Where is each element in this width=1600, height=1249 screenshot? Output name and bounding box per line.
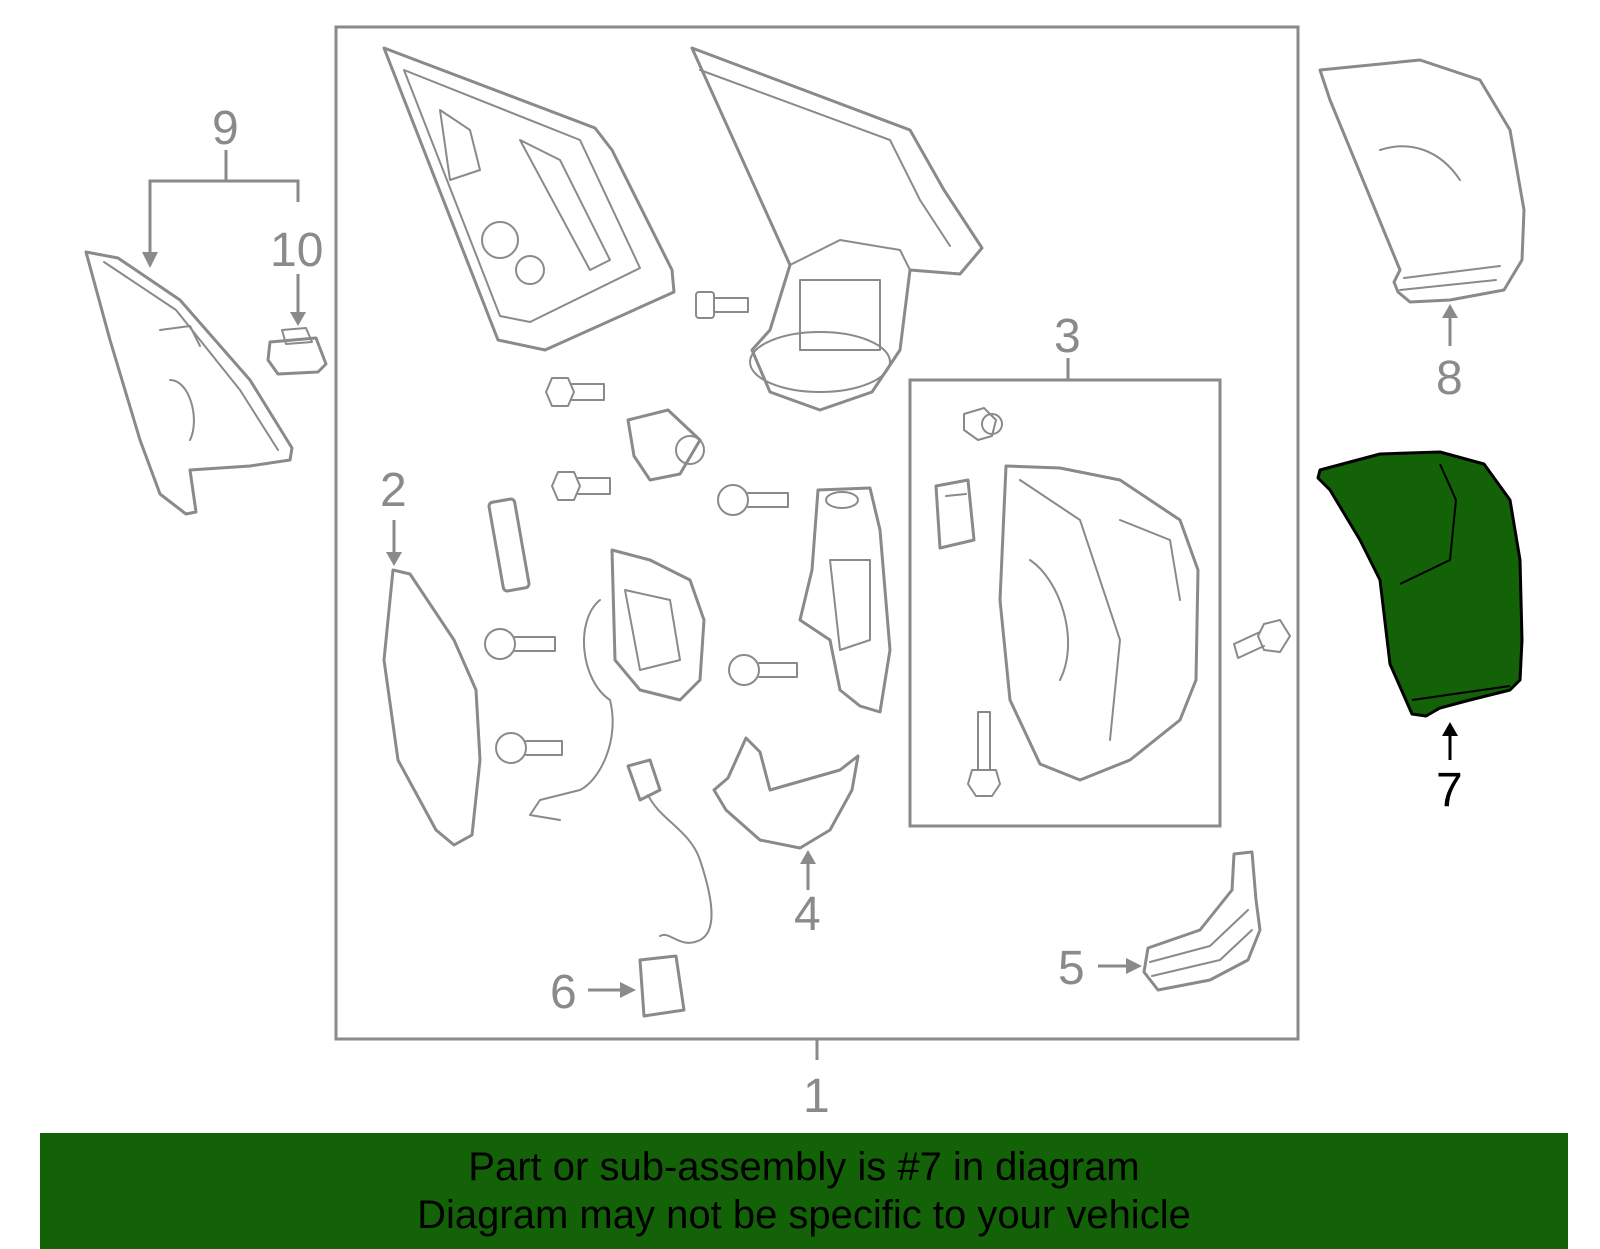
arrow-7 <box>1442 722 1458 736</box>
arrow-10 <box>290 312 306 326</box>
callout-8: 8 <box>1436 352 1463 405</box>
part-6-connector <box>626 758 713 1018</box>
info-banner: Part or sub-assembly is #7 in diagram Di… <box>40 1133 1568 1249</box>
callout-2: 2 <box>380 464 407 517</box>
part-10-clip <box>266 327 328 376</box>
small-connector <box>626 408 705 482</box>
part-5-turn-signal <box>1142 850 1262 992</box>
arrow-8 <box>1442 304 1458 318</box>
bolt-mid-left <box>484 628 556 660</box>
callout-1: 1 <box>803 1070 830 1123</box>
bolt-left-1 <box>545 377 605 407</box>
leader-9 <box>148 179 300 252</box>
callout-5: 5 <box>1058 942 1085 995</box>
part-9-cover-inner <box>84 250 294 516</box>
part-7-fill <box>1316 450 1524 718</box>
callout-4: 4 <box>794 888 821 941</box>
bolt-right <box>1233 619 1291 659</box>
callout-3: 3 <box>1054 310 1081 363</box>
bolt-left-2 <box>551 471 611 501</box>
mirror-motor <box>529 548 706 821</box>
part-7-mirror-cover <box>1316 450 1524 718</box>
part-3-screw <box>967 711 1001 797</box>
assembly-3-box <box>908 378 1222 828</box>
banner-line-2: Diagram may not be specific to your vehi… <box>417 1193 1191 1237</box>
arrow-4 <box>800 850 816 864</box>
part-8-mirror-cap <box>1318 58 1526 304</box>
bolt-low-left <box>495 732 563 764</box>
part-2-mirror-glass <box>382 568 482 847</box>
banner-line-1: Part or sub-assembly is #7 in diagram <box>468 1145 1140 1189</box>
part-3-clip <box>934 478 976 550</box>
bolt-mid-center <box>728 654 798 686</box>
arrow-6 <box>620 982 636 998</box>
part-3-fastener-top <box>963 407 1003 441</box>
mirror-base-frame <box>382 46 676 352</box>
callout-9: 9 <box>212 102 239 155</box>
mirror-housing-arm <box>690 46 984 412</box>
callout-7: 7 <box>1436 764 1463 817</box>
part-4-lower-cover <box>712 736 860 850</box>
small-pad <box>487 497 531 593</box>
arrow-5 <box>1126 958 1142 974</box>
arrow-9 <box>142 252 158 268</box>
arrow-2 <box>386 552 402 566</box>
bolt-center <box>717 484 789 516</box>
bolt-top-center <box>695 291 749 319</box>
part-3-housing <box>998 464 1200 782</box>
callout-10: 10 <box>270 224 323 277</box>
callout-6: 6 <box>550 966 577 1019</box>
mirror-bracket <box>798 486 892 714</box>
